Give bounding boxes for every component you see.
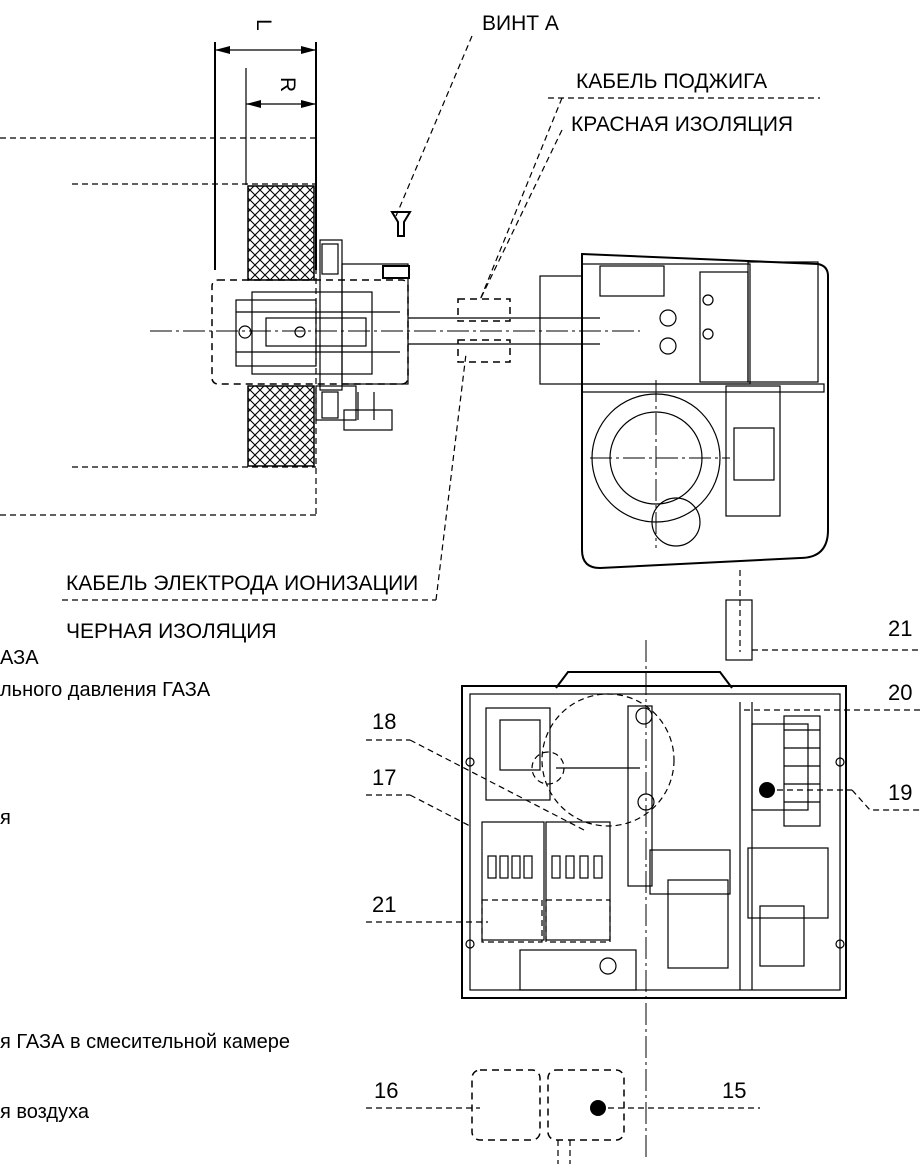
burner-body-top-view bbox=[539, 252, 920, 661]
callout-18: 18 bbox=[372, 709, 396, 734]
control-box-front-view bbox=[366, 640, 920, 1164]
callout-17: 17 bbox=[372, 765, 396, 790]
label-ignition-cable: КАБЕЛЬ ПОДЖИГА bbox=[576, 70, 767, 93]
terminal-strip bbox=[784, 729, 820, 803]
legend-fragment-5: я воздуха bbox=[0, 1101, 90, 1123]
label-black-insulation: ЧЕРНАЯ ИЗОЛЯЦИЯ bbox=[66, 620, 277, 643]
legend-fragment-3: я bbox=[0, 807, 11, 829]
legend-fragment-1: АЗА bbox=[0, 647, 39, 669]
legend-fragment-2: льного давления ГАЗА bbox=[0, 679, 211, 701]
callout-19: 19 bbox=[888, 780, 912, 805]
legend-fragment-4: я ГАЗА в смесительной камере bbox=[0, 1031, 290, 1053]
dimension-l-label: L bbox=[252, 19, 275, 31]
callout-20: 20 bbox=[888, 680, 912, 705]
dimension-r-label: R bbox=[276, 77, 299, 92]
callout-21-top: 21 bbox=[888, 616, 912, 641]
label-ionization-cable: КАБЕЛЬ ЭЛЕКТРОДА ИОНИЗАЦИИ bbox=[66, 572, 418, 595]
callout-21: 21 bbox=[372, 892, 396, 917]
label-screw-a: ВИНТ А bbox=[482, 12, 559, 35]
label-red-insulation: КРАСНАЯ ИЗОЛЯЦИЯ bbox=[571, 113, 793, 136]
boiler-wall-section bbox=[0, 35, 820, 601]
contactor-terminals bbox=[487, 855, 603, 879]
callout-16: 16 bbox=[374, 1078, 398, 1103]
callout-15: 15 bbox=[722, 1078, 746, 1103]
